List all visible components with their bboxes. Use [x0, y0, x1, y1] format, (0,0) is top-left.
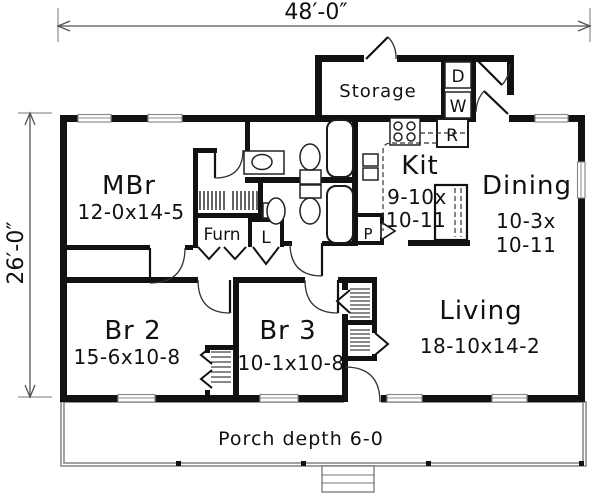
exterior-walls: [60, 54, 585, 403]
br3-door: [304, 279, 340, 314]
dimension-top: 48′-0″: [56, 0, 592, 42]
br3-closet-shelves: [350, 288, 370, 318]
dimension-left: 26′-0″: [4, 111, 52, 399]
window: [386, 393, 423, 403]
room-label-br3: Br 3: [259, 316, 316, 346]
pantry-door: [380, 220, 397, 242]
room-label-storage: Storage: [339, 81, 416, 102]
br2-closet-shelves: [211, 351, 231, 383]
counter-edge: [382, 142, 437, 231]
hall-bath-door: [289, 242, 324, 277]
bathtub: [326, 119, 354, 178]
bathroom-fixtures: [243, 119, 354, 244]
porch-steps: [321, 465, 375, 493]
vanity-sink: [243, 150, 285, 175]
room-label-mbr: MBr: [102, 171, 156, 201]
window: [259, 393, 299, 403]
window: [147, 113, 183, 123]
porch-post: [301, 461, 306, 466]
pedestal-sink: [262, 197, 286, 225]
room-size-kitchen-1: 9-10x: [387, 185, 447, 209]
mbr-bath-door: [213, 149, 244, 179]
label-furnace: Furn: [203, 225, 240, 245]
room-size-br3: 10-1x10-8: [237, 351, 344, 375]
toilet: [299, 184, 322, 225]
window: [117, 393, 156, 403]
toilet: [299, 143, 322, 185]
kitchen-island: [433, 183, 469, 242]
back-entry-door-upper: [477, 60, 511, 86]
label-pantry: P: [363, 225, 372, 243]
furnace-bifold: [197, 246, 221, 261]
kitchen-fixtures: [362, 61, 472, 242]
porch-deck: [60, 401, 587, 493]
kitchen-sink: [362, 153, 379, 181]
bifold-doors: [197, 246, 390, 389]
room-label-porch: Porch depth 6-0: [218, 428, 384, 450]
washer-box: [444, 91, 472, 119]
room-size-kitchen-2: 10-11: [386, 208, 447, 232]
storage-door: [365, 36, 397, 60]
back-entry-door-lower: [475, 90, 509, 115]
label-linen: L: [261, 228, 271, 248]
range: [389, 117, 421, 146]
br3-closet-bifold: [335, 289, 351, 314]
porch-post: [579, 461, 584, 466]
window: [77, 113, 112, 123]
doors: [148, 36, 511, 403]
room-label-kitchen: Kit: [401, 151, 438, 181]
coat-closet-shelves: [350, 329, 370, 351]
room-size-mbr: 12-0x14-5: [77, 200, 184, 224]
label-dryer: D: [451, 67, 464, 87]
dimension-left-label: 26′-0″: [4, 221, 29, 284]
window: [491, 393, 528, 403]
bathtub: [326, 185, 354, 244]
room-size-dining-1: 10-3x: [496, 209, 556, 233]
linen-bifold: [252, 246, 280, 266]
br2-door: [197, 279, 232, 314]
porch-post: [426, 461, 431, 466]
mbr-door: [148, 247, 186, 284]
dryer-box: [444, 61, 472, 89]
window: [534, 113, 569, 123]
room-label-br2: Br 2: [104, 316, 161, 346]
room-label-living: Living: [439, 296, 522, 326]
mbr-closet-rod: [199, 191, 258, 210]
room-size-living: 18-10x14-2: [420, 334, 540, 358]
room-label-dining: Dining: [482, 171, 572, 201]
coat-closet-bifold: [374, 332, 390, 356]
label-washer: W: [450, 97, 467, 117]
label-range: R: [446, 126, 458, 146]
room-size-br2: 15-6x10-8: [73, 345, 180, 369]
window: [576, 161, 586, 199]
porch-post: [176, 461, 181, 466]
front-door: [343, 366, 381, 403]
br2-closet-bifold: [199, 345, 213, 365]
dimension-top-label: 48′-0″: [284, 0, 347, 25]
room-size-dining-2: 10-11: [496, 233, 557, 257]
room-labels: Storage D W R P L Furn Kit 9-10x 10-11 D…: [73, 67, 572, 450]
windows: [77, 113, 586, 403]
